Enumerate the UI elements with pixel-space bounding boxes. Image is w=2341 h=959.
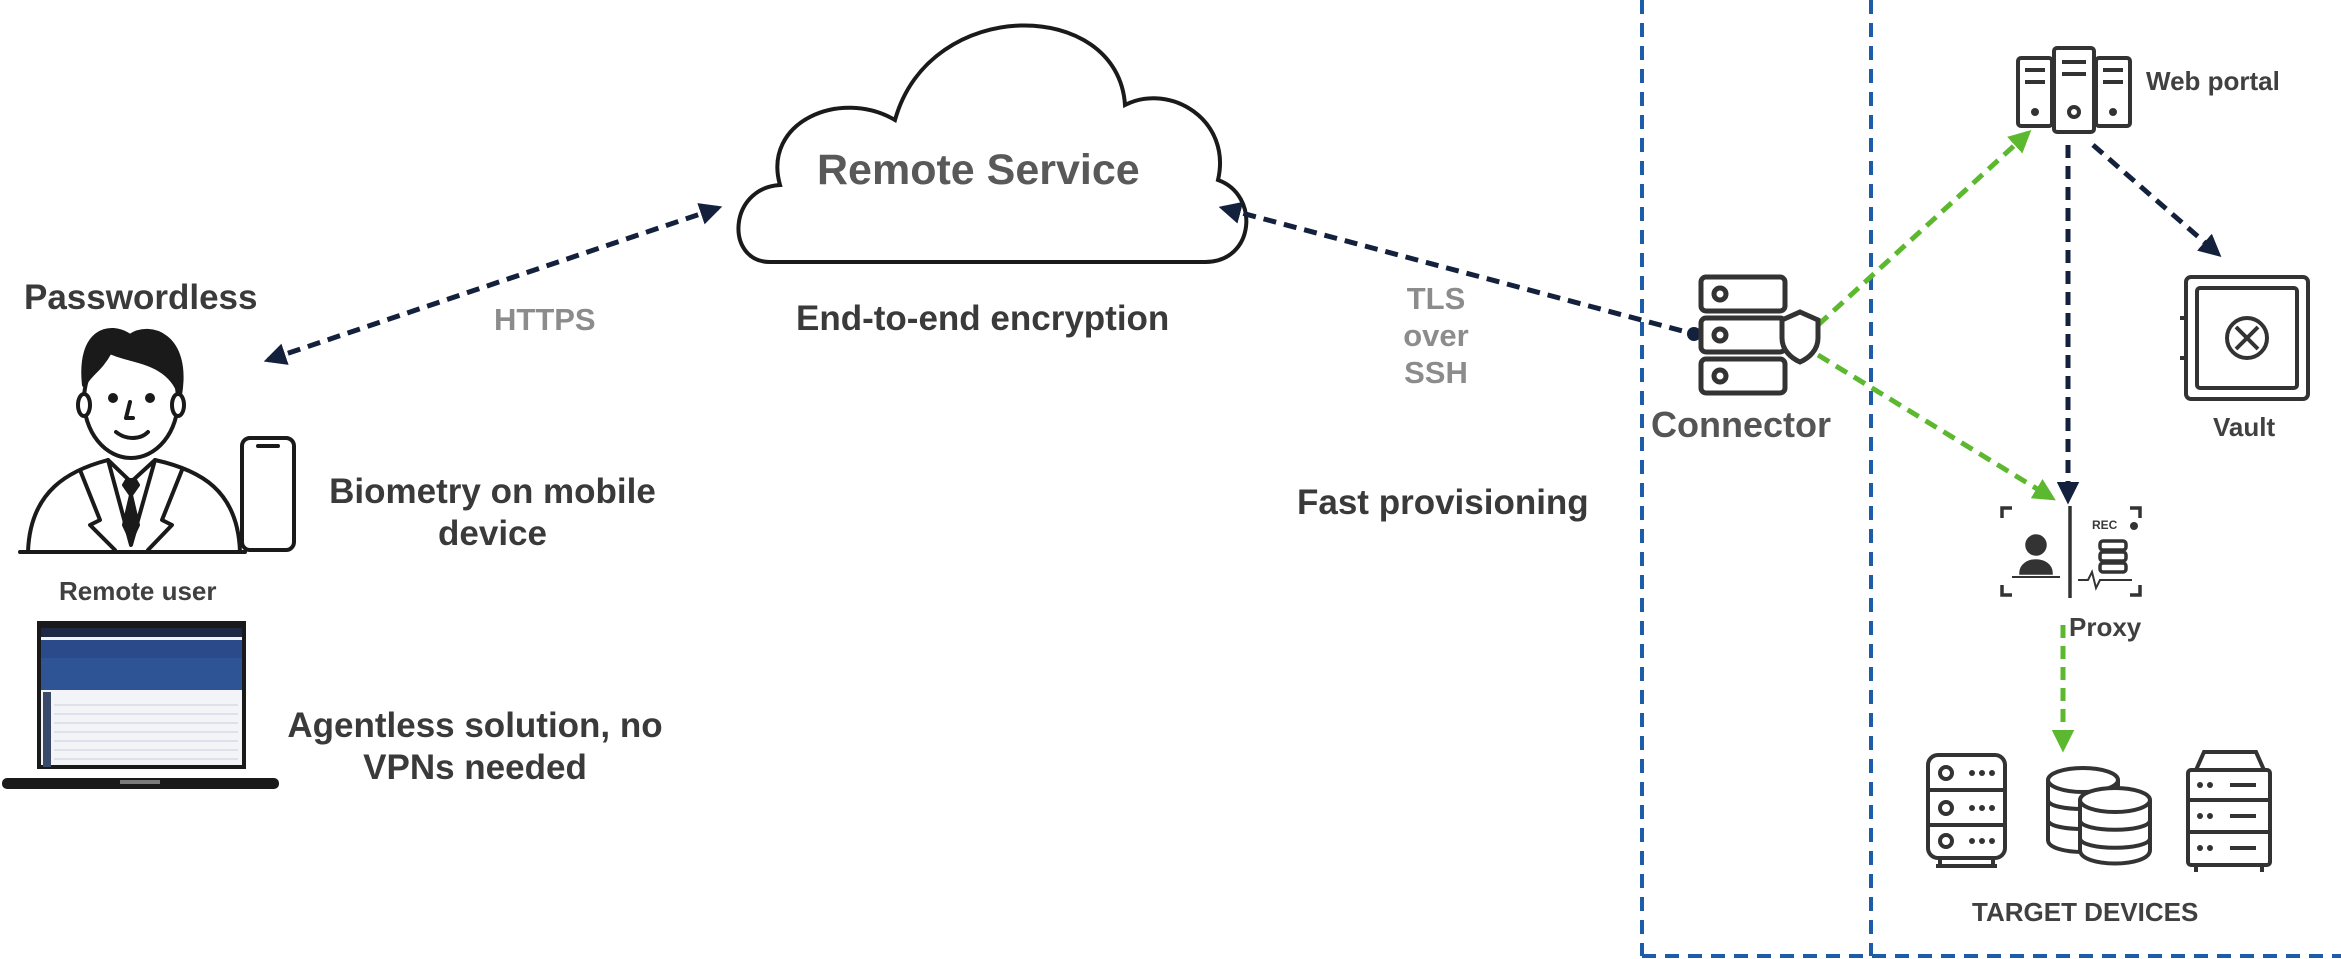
- portal-to-vault-arrow: [2091, 143, 2222, 257]
- target-devices-label: TARGET DEVICES: [1972, 897, 2199, 927]
- tls-arrow-end-dot: [1687, 327, 1701, 341]
- vault-label: Vault: [2213, 412, 2276, 442]
- proxy-label: Proxy: [2069, 612, 2142, 642]
- tls-line-2: over: [1403, 318, 1469, 353]
- agentless-label: Agentless solution, no VPNs needed: [266, 705, 684, 789]
- connector-to-portal-arrow: [1816, 129, 2032, 327]
- proxy-recording-icon: [2000, 506, 2142, 598]
- remote-user-label: Remote user: [59, 576, 217, 606]
- fast-provisioning-label: Fast provisioning: [1297, 483, 1589, 522]
- biometry-line-2: device: [438, 514, 547, 553]
- tls-line-3: SSH: [1404, 355, 1468, 390]
- biometry-line-1: Biometry on mobile: [329, 472, 656, 511]
- tls-label: TLS over SSH: [1396, 280, 1476, 391]
- cloud-icon: [736, 23, 1249, 264]
- connector-server-shield-icon: [1698, 274, 1821, 396]
- https-label: HTTPS: [494, 302, 596, 337]
- web-portal-label: Web portal: [2146, 66, 2280, 96]
- e2e-label: End-to-end encryption: [796, 299, 1170, 338]
- laptop-icon: [2, 621, 279, 789]
- server-rack-icon: [1926, 753, 2007, 868]
- agentless-line-2: VPNs needed: [363, 748, 587, 787]
- passwordless-label: Passwordless: [24, 278, 258, 317]
- vault-safe-icon: [2180, 275, 2310, 401]
- rec-label: REC: [2092, 518, 2118, 532]
- connector-to-proxy-arrow: [1816, 352, 2056, 501]
- https-arrow: [263, 203, 723, 365]
- storage-array-icon: [2186, 750, 2272, 872]
- agentless-line-1: Agentless solution, no: [287, 706, 663, 745]
- tls-arrow: [1218, 201, 1691, 336]
- zone-borders: [1640, 0, 2341, 958]
- biometry-label: Biometry on mobile device: [300, 471, 685, 555]
- tls-line-1: TLS: [1406, 281, 1466, 316]
- connector-label: Connector: [1651, 404, 1831, 445]
- remote-service-label: Remote Service: [817, 146, 1140, 194]
- user-with-phone-icon: [18, 327, 296, 554]
- web-portal-servers-icon: [2016, 46, 2132, 134]
- database-icon: [2046, 766, 2152, 866]
